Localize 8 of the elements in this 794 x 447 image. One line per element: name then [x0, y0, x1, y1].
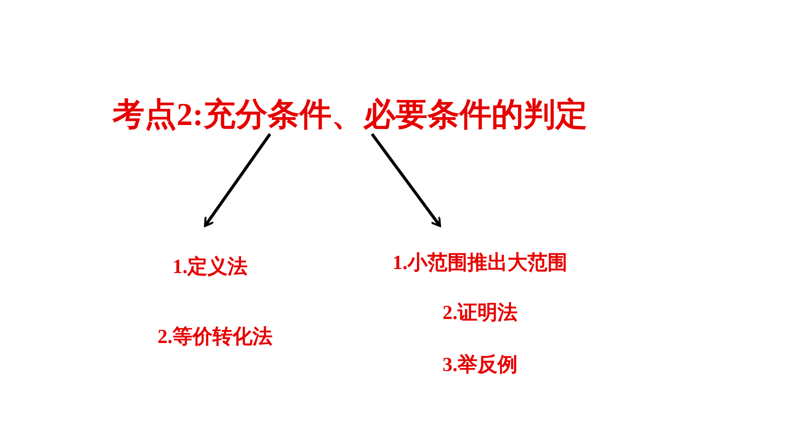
method-text: 1.小范围推出大范围	[392, 251, 568, 276]
method-text: 2.证明法	[442, 301, 518, 326]
arrow	[370, 133, 442, 227]
method-text: 2.等价转化法	[158, 325, 272, 350]
method-text: 3.举反例	[442, 353, 518, 378]
arrow	[204, 133, 272, 227]
heading-text: 考点2:充分条件、必要条件的判定	[112, 95, 588, 134]
method-text: 1.定义法	[172, 255, 248, 280]
